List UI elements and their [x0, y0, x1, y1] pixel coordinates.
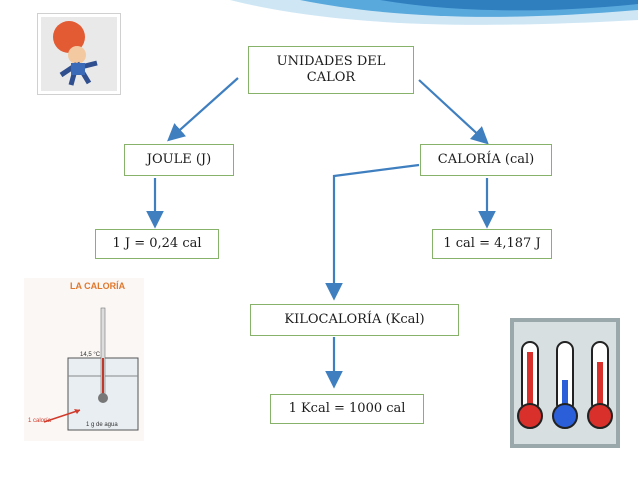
thermometers-icon [517, 341, 613, 429]
calorie-label: 1 caloría [28, 418, 52, 424]
caloria-illustration-title: LA CALORÍA [70, 281, 126, 291]
root-label: UNIDADES DEL CALOR [276, 53, 386, 85]
header-wave [230, 0, 638, 25]
joule-label: JOULE (J) [146, 151, 212, 167]
caloria-equivalence-label: 1 cal = 4,187 J [443, 235, 541, 251]
temperature-label: 14,5 °C [80, 352, 101, 358]
kilocaloria-label: KILOCALORÍA (Kcal) [284, 311, 425, 327]
arrow-root-caloria [418, 79, 489, 145]
arrow-root-joule [167, 77, 239, 142]
kilocaloria-node: KILOCALORÍA (Kcal) [250, 304, 459, 336]
mass-label: 1 g de agua [86, 422, 118, 428]
kcal-equivalence-label: 1 Kcal = 1000 cal [288, 400, 406, 416]
caloria-node: CALORÍA (cal) [420, 144, 552, 176]
joule-equivalence-node: 1 J = 0,24 cal [95, 229, 219, 259]
caloria-equivalence-node: 1 cal = 4,187 J [432, 229, 552, 259]
caloria-illustration: LA CALORÍA 14,5 °C 1 g de agua 1 caloría [24, 278, 144, 441]
root-node: UNIDADES DEL CALOR [248, 46, 414, 94]
kcal-equivalence-node: 1 Kcal = 1000 cal [270, 394, 424, 424]
hot-person-icon [53, 21, 98, 86]
joule-node: JOULE (J) [124, 144, 234, 176]
hot-person-image [38, 14, 120, 94]
beaker-thermometer-icon [43, 307, 139, 431]
caloria-label: CALORÍA (cal) [437, 151, 535, 167]
arrow-caloria-kilocaloria [325, 163, 420, 301]
joule-equivalence-label: 1 J = 0,24 cal [112, 235, 202, 251]
thermometers-image [510, 318, 620, 448]
